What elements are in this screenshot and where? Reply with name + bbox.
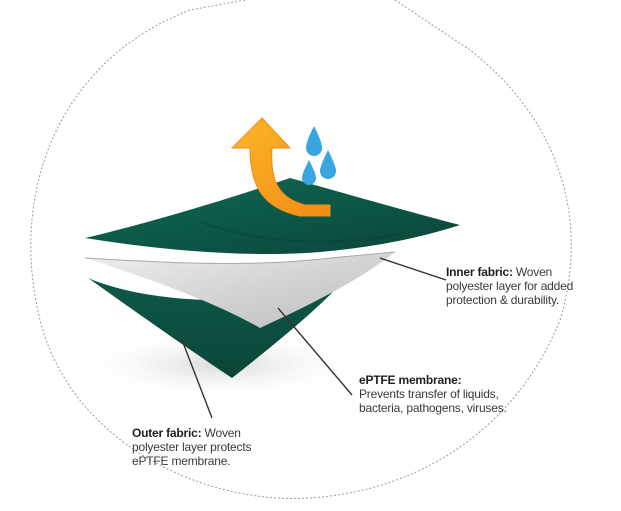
water-drop-icon	[302, 160, 316, 185]
callout-membrane-line2: bacteria, pathogens, viruses.	[359, 401, 507, 415]
callout-membrane-title: ePTFE membrane:	[359, 373, 462, 387]
callout-outer-line2: polyester layer protects	[132, 440, 252, 454]
membrane-layer	[85, 252, 395, 328]
leader-line-membrane	[277, 307, 353, 396]
membrane-edge	[84, 251, 396, 264]
magnifier-right-arc	[469, 49, 572, 321]
inner-fabric-layer	[85, 178, 460, 255]
callout-outer-fabric: Outer fabric: Woven polyester layer prot…	[132, 426, 307, 468]
callout-membrane-line1: Prevents transfer of liquids,	[359, 387, 499, 401]
inner-fabric-fold	[199, 221, 411, 243]
magnifier-handle-left	[189, 0, 246, 11]
leader-lines	[181, 257, 447, 419]
magnifier-circle	[30, 9, 561, 500]
callout-membrane: ePTFE membrane: Prevents transfer of liq…	[359, 373, 559, 415]
callout-inner-fabric: Inner fabric: Woven polyester layer for …	[446, 265, 616, 307]
callout-inner-line1: Woven	[512, 265, 553, 279]
callout-outer-line1: Woven	[201, 426, 241, 440]
leader-line-outer	[181, 339, 213, 419]
curved-up-arrow-icon	[230, 117, 331, 217]
water-drop-icon	[320, 150, 336, 179]
callout-outer-title: Outer fabric:	[132, 426, 202, 440]
callout-inner-title: Inner fabric:	[446, 265, 513, 279]
magnifier-handle-right	[394, 0, 471, 51]
water-drop-icon	[302, 126, 336, 185]
leader-line-inner	[379, 257, 447, 281]
magnifier-outline	[30, 0, 572, 500]
callout-outer-line3: ePTFE membrane.	[132, 454, 231, 468]
callout-inner-line2: polyester layer for added	[446, 279, 574, 293]
water-drop-icon	[306, 126, 322, 156]
callout-inner-line3: protection & durability.	[446, 293, 560, 307]
